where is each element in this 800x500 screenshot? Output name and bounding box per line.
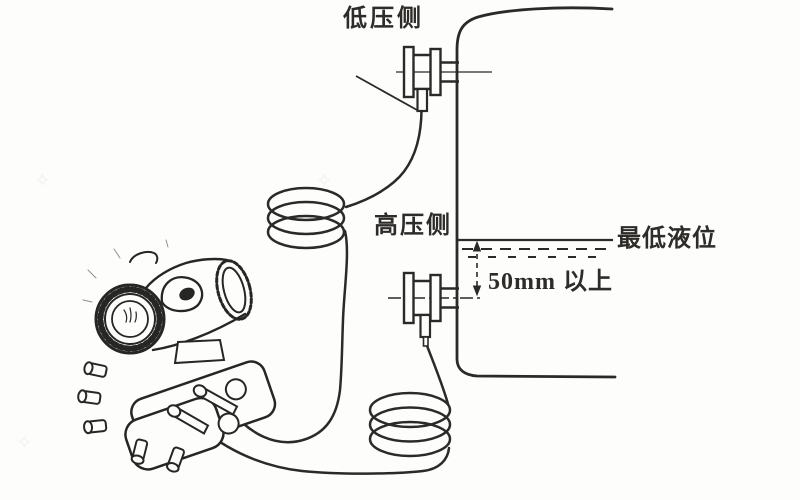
display-bezel — [94, 283, 166, 355]
hp-tube-bottom-run — [200, 427, 451, 475]
housing-bottom-edge — [151, 312, 247, 352]
housing-top-cover-bump — [129, 251, 159, 264]
housing-far-end-cap-inner — [221, 266, 247, 314]
housing-neck — [173, 338, 226, 365]
high-pressure-tap-nozzle — [388, 271, 480, 347]
display-window — [111, 300, 149, 338]
nozzle-fitting — [419, 313, 432, 339]
low-pressure-impulse-line — [230, 109, 423, 444]
label-low-pressure-side: 低压侧 — [343, 6, 424, 32]
process-manifold-block — [124, 360, 277, 471]
bezel-knurled-ring — [97, 286, 163, 352]
sparkle-watermark-icon: ✧ — [16, 432, 33, 454]
low-pressure-tap-nozzle — [396, 45, 492, 113]
hp-tube-riser — [426, 345, 450, 406]
lp-tube-upper-run — [344, 109, 423, 209]
label-50mm-distance: 50mm 以上 — [488, 269, 613, 295]
upper-port-collar — [192, 384, 208, 398]
dimension-50mm — [472, 240, 482, 297]
housing-top-edge — [144, 257, 229, 290]
lp-tube-lower-run — [230, 229, 349, 444]
label-minimum-liquid-level: 最低液位 — [617, 226, 717, 252]
display-scribble — [123, 307, 137, 323]
dimension-arrow-up — [472, 240, 482, 252]
label-high-pressure-side: 高压侧 — [374, 213, 452, 239]
lp-capillary-coil — [266, 186, 346, 250]
sketch-hatch-marks — [82, 239, 169, 303]
label-leader-line — [355, 75, 418, 111]
dimension-arrow-down — [472, 285, 482, 297]
nozzle-fitting-stub — [422, 336, 429, 347]
high-pressure-impulse-line — [200, 345, 452, 475]
tank-outline — [455, 6, 617, 379]
sparkle-watermark-icon: ✧ — [316, 170, 333, 192]
sparkle-watermark-icon: ✧ — [34, 170, 51, 192]
manifold-port-boss-upper — [224, 378, 247, 401]
minimum-liquid-level-marking — [458, 238, 613, 258]
lower-port-collar — [166, 404, 182, 418]
nozzle-fitting — [416, 87, 429, 113]
conduit-opening — [179, 287, 195, 301]
dp-transmitter-drawing — [77, 239, 277, 473]
manifold-port-boss-lower — [217, 412, 240, 435]
flange-bolts — [77, 361, 185, 473]
hp-capillary-coil — [368, 391, 452, 458]
impulse-connection-nipples — [166, 384, 239, 435]
